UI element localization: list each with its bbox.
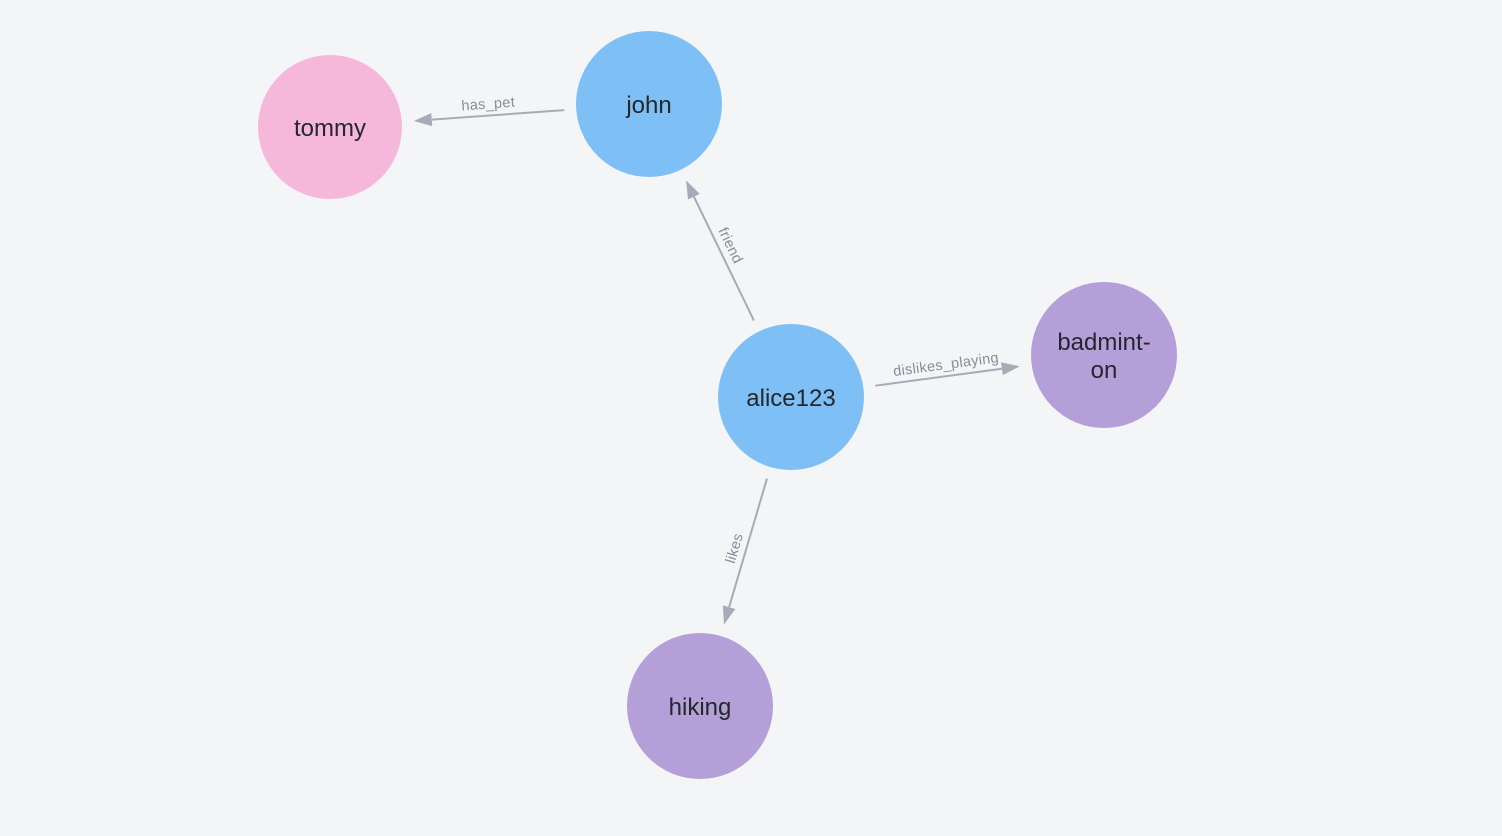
node-john: john (576, 31, 722, 177)
node-label-line: john (625, 92, 671, 119)
node-label-line: on (1091, 357, 1118, 384)
edge-dislikes_playing: dislikes_playing (875, 350, 1020, 387)
node-circle-tommy[interactable] (258, 55, 402, 199)
node-circle-john[interactable] (576, 31, 722, 177)
edge-label[interactable]: friend (714, 225, 745, 266)
node-label: badmint-on (1057, 329, 1150, 384)
edge-has_pet: has_pet (413, 95, 565, 127)
arrowhead-icon (413, 113, 433, 127)
arrowhead-icon (722, 605, 736, 625)
node-circle-hiking[interactable] (627, 633, 773, 779)
node-circle-badminton[interactable] (1031, 282, 1177, 428)
node-badminton: badmint-on (1031, 282, 1177, 428)
node-label: hiking (669, 694, 732, 721)
node-label-line: hiking (669, 694, 732, 721)
edge-line[interactable] (431, 109, 565, 121)
nodes-layer: tommy john alice123 badmint-on hiking (258, 31, 1177, 779)
edge-friend: friend (686, 180, 755, 321)
edge-label[interactable]: has_pet (461, 95, 516, 115)
edge-line[interactable] (875, 367, 1003, 387)
arrowhead-icon (1001, 362, 1020, 376)
node-label-line: tommy (294, 115, 366, 142)
edge-likes: likes (722, 478, 768, 625)
node-label: john (625, 92, 671, 119)
node-label-line: badmint- (1057, 329, 1150, 356)
node-label: tommy (294, 115, 366, 142)
edge-line[interactable] (693, 196, 755, 321)
node-alice123: alice123 (718, 324, 864, 470)
node-tommy: tommy (258, 55, 402, 199)
arrowhead-icon (686, 180, 700, 200)
node-circle-alice123[interactable] (718, 324, 864, 470)
node-label: alice123 (746, 385, 835, 412)
edge-line[interactable] (728, 478, 768, 608)
node-hiking: hiking (627, 633, 773, 779)
node-label-line: alice123 (746, 385, 835, 412)
